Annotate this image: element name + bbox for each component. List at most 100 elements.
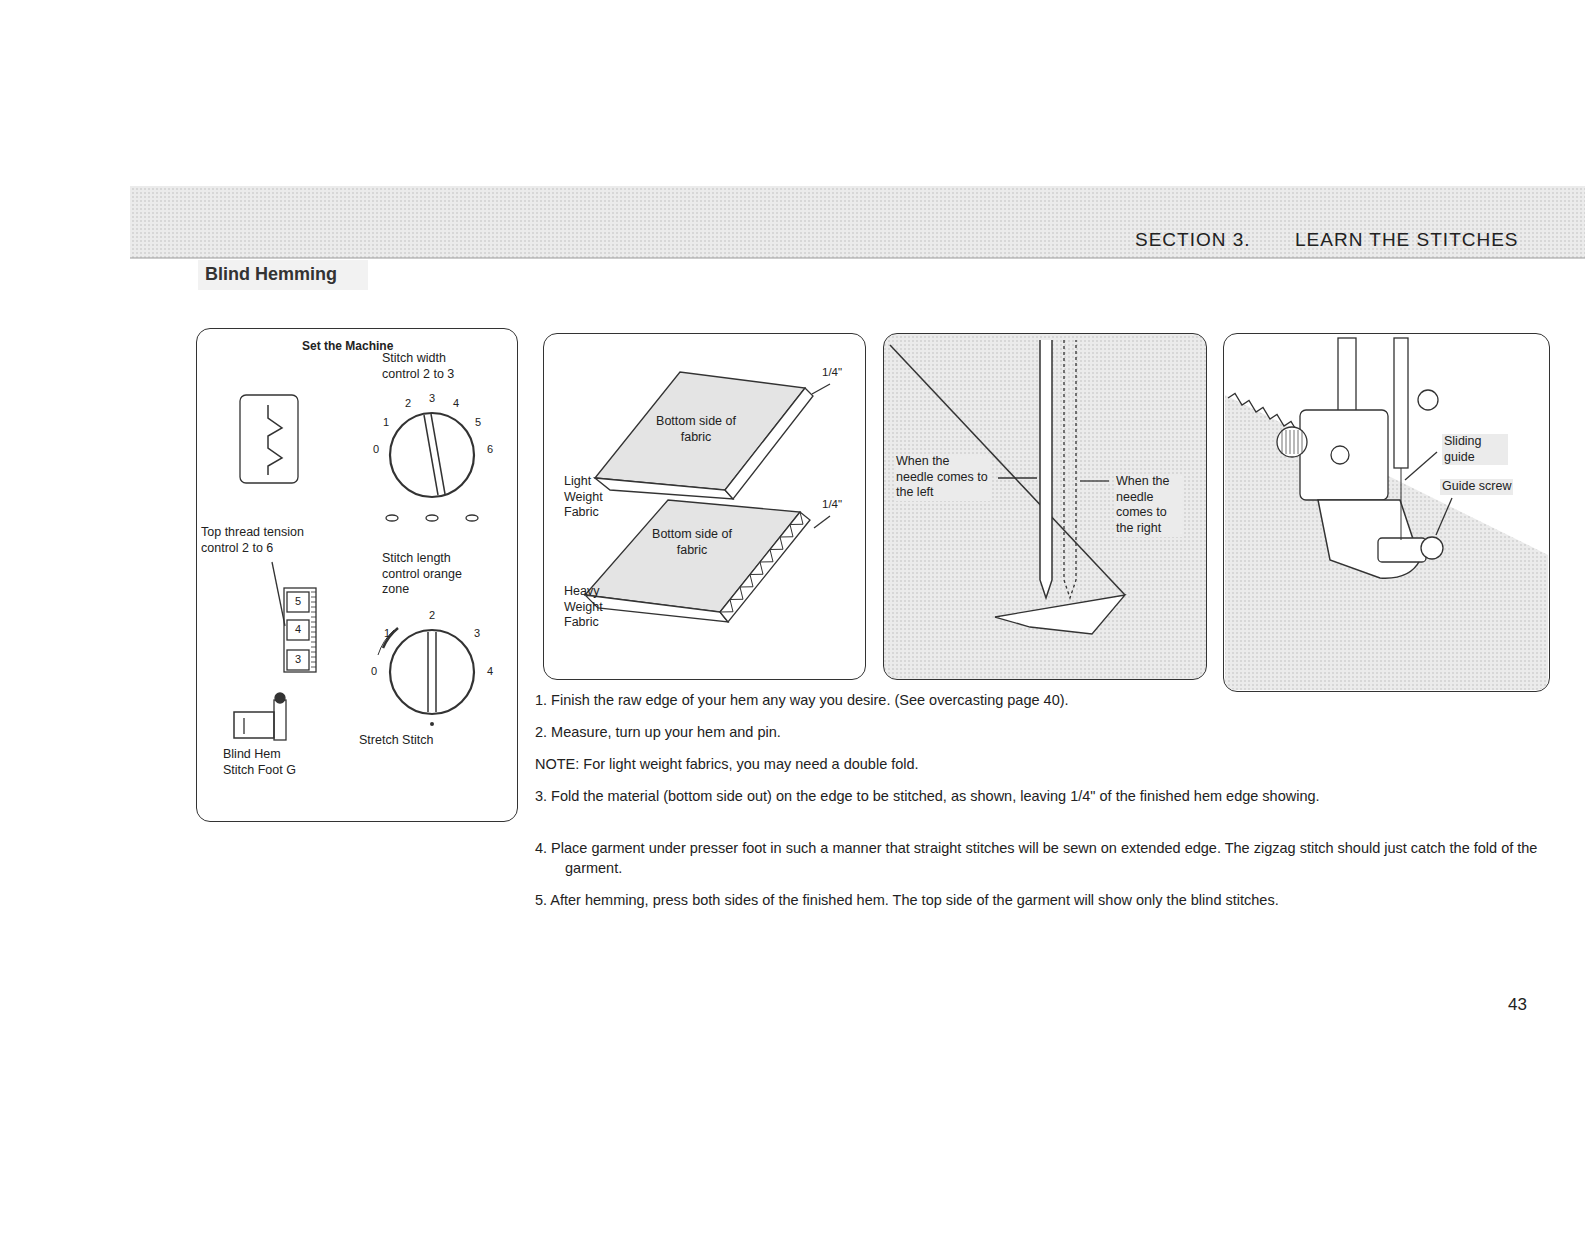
blind-stitch-symbol [268, 405, 282, 475]
instruction-text: 5. After hemming, press both sides of th… [535, 890, 1575, 910]
folded-hem [995, 595, 1125, 634]
hem-fold [585, 595, 728, 622]
dial-number: 2 [429, 609, 435, 622]
tension-tick [311, 602, 316, 603]
page-title: Blind Hemming [205, 264, 337, 285]
dial-number: 6 [487, 443, 493, 456]
part-label: When the needle comes to the left [894, 454, 990, 501]
dial-number: 4 [487, 665, 493, 678]
leader-line [272, 562, 285, 626]
tension-tick [311, 622, 316, 623]
stitch-length-dial [390, 630, 474, 714]
hem-edge [720, 512, 810, 622]
dial-number: 5 [295, 595, 301, 608]
width-slot [386, 515, 398, 521]
tension-tick [311, 652, 316, 653]
tension-window [287, 620, 309, 640]
tension-tick [311, 642, 316, 643]
leader-line [1080, 480, 1109, 481]
settings-panel: Set the MachineStitch width control 2 to… [196, 328, 518, 822]
dial-number: 0 [373, 443, 379, 456]
part-label: Blind Hem Stitch Foot G [223, 747, 315, 778]
dial-number: 4 [295, 623, 301, 636]
dial-number: 3 [474, 627, 480, 640]
page-number: 43 [1508, 995, 1527, 1015]
tension-control [284, 588, 316, 672]
needle-clamp-screw [1418, 390, 1438, 410]
part-label: Top thread tension control 2 to 6 [201, 525, 336, 556]
fabric-area: Bottom side of fabric [652, 414, 740, 445]
part-label: Stitch length control orange zone [382, 551, 487, 598]
needle-right [1064, 340, 1076, 598]
knurl [1282, 430, 1283, 454]
dial-number: 2 [405, 397, 411, 410]
instruction-text: NOTE: For light weight fabrics, you may … [535, 754, 1575, 774]
leader-line [998, 477, 1037, 478]
fabric-label: Bottom side of fabric [648, 527, 736, 558]
part-label: When the needle comes to the right [1114, 474, 1182, 537]
part-label: Heavy Weight Fabric [564, 584, 626, 631]
dial-pointer [427, 632, 429, 712]
hem-edge [725, 388, 813, 499]
leader-line [814, 516, 830, 528]
section-band: SECTION 3.LEARN THE STITCHES [130, 186, 1585, 258]
fabric-label: Bottom side of fabric [652, 414, 740, 445]
dial-number: 3 [429, 392, 435, 405]
dial-pointer [431, 414, 445, 494]
dial-number: 5 [475, 416, 481, 429]
part-label: Light Weight Fabric [564, 474, 626, 521]
tension-window [287, 592, 309, 612]
knurl [1290, 430, 1291, 454]
section-heading: SECTION 3. [1135, 228, 1251, 252]
tension-tick [311, 662, 316, 663]
instruction-text: 2. Measure, turn up your hem and pin. [535, 722, 1575, 742]
dial-number: 3 [295, 653, 301, 666]
knurl [1302, 430, 1303, 454]
tension-tick [311, 647, 316, 648]
title-patch [198, 260, 368, 290]
tension-tick [311, 632, 316, 633]
foot-slot [243, 718, 244, 734]
stitch-width-dial [390, 413, 474, 497]
stretch-dot [430, 722, 434, 726]
width-slot [466, 515, 478, 521]
presser-bar [1338, 338, 1356, 418]
part-label: Guide screw [1440, 479, 1513, 495]
tension-tick [311, 612, 316, 613]
foot-icon [234, 712, 274, 738]
overcast-zigzag [720, 512, 803, 612]
knurl [1298, 430, 1299, 454]
tension-tick [311, 667, 316, 668]
fabric-area: Bottom side of fabric [648, 527, 736, 558]
dimension-label: 1/4" [822, 498, 842, 512]
foot-shank [274, 700, 286, 740]
fold-line [890, 345, 1125, 595]
needle-bar [1394, 338, 1408, 468]
tension-tick [311, 617, 316, 618]
dial-number: 1 [383, 416, 389, 429]
part-label: Stitch width control 2 to 3 [382, 351, 477, 382]
width-slot [426, 515, 438, 521]
dial-pointer [424, 415, 438, 495]
foot-screw [275, 693, 285, 703]
header-band [130, 186, 1585, 258]
foot-shank [1300, 410, 1388, 500]
part-label: Sliding guide [1442, 434, 1508, 465]
guide-screw [1421, 537, 1443, 559]
band-edge [130, 258, 1585, 259]
instruction-text: 1. Finish the raw edge of your hem any w… [535, 690, 1575, 710]
fabric-panel: Light Weight FabricHeavy Weight Fabric Bo… [543, 333, 866, 680]
tension-tick [311, 597, 316, 598]
thumb-screw [1277, 427, 1307, 457]
dial-number: 0 [371, 665, 377, 678]
leader-line [812, 384, 830, 394]
knurl [1294, 430, 1295, 454]
dial-number: 4 [453, 397, 459, 410]
needle-left [1040, 340, 1052, 598]
fabric-shade [884, 334, 1206, 679]
orange-zone-mark [383, 628, 398, 648]
dial-number: 1 [384, 627, 390, 640]
foot-panel: Sliding guideGuide screw [1223, 333, 1550, 692]
